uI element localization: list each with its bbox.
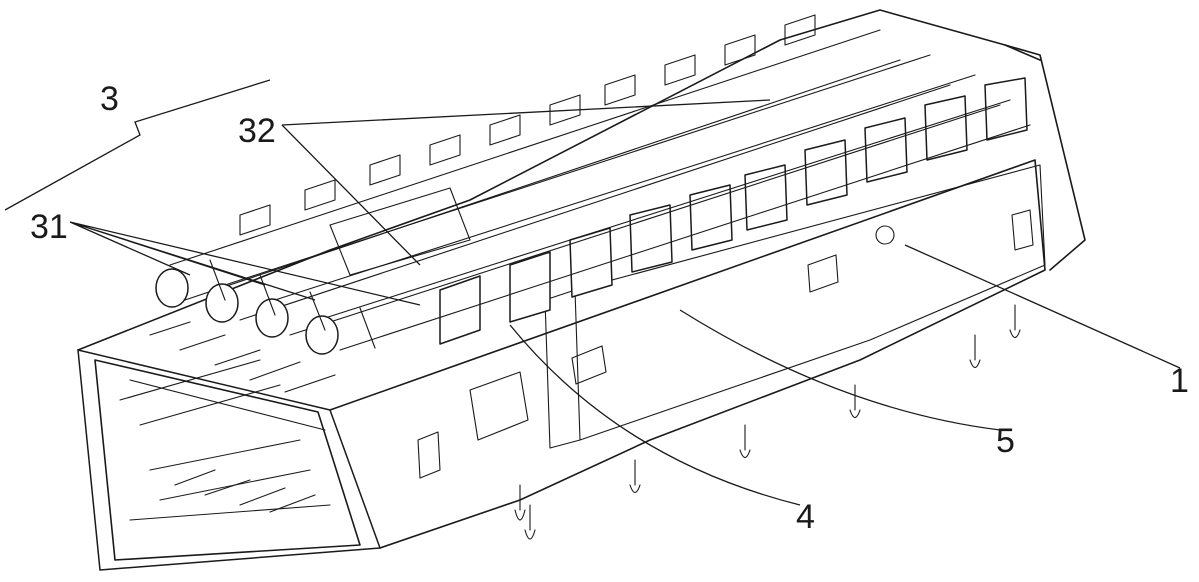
callout-leaders [4, 79, 1181, 506]
leader-3 [4, 79, 271, 211]
leader-5 [679, 309, 1001, 431]
callout-labels: 3 32 31 1 5 4 [30, 80, 1189, 536]
callout-3: 3 [100, 80, 119, 118]
callout-5: 5 [996, 422, 1015, 460]
leader-32 [281, 99, 771, 266]
leader-1 [904, 244, 1181, 369]
leader-4 [509, 324, 801, 506]
callout-4: 4 [796, 498, 815, 536]
leader-31 [69, 221, 421, 306]
press-fit-pins [514, 304, 1021, 540]
heat-sink-fins [239, 14, 1028, 345]
callout-31: 31 [30, 208, 68, 246]
callout-32: 32 [238, 112, 276, 150]
callout-1: 1 [1170, 362, 1189, 400]
cage-housing [77, 9, 1086, 571]
heat-pipes [155, 29, 1031, 355]
